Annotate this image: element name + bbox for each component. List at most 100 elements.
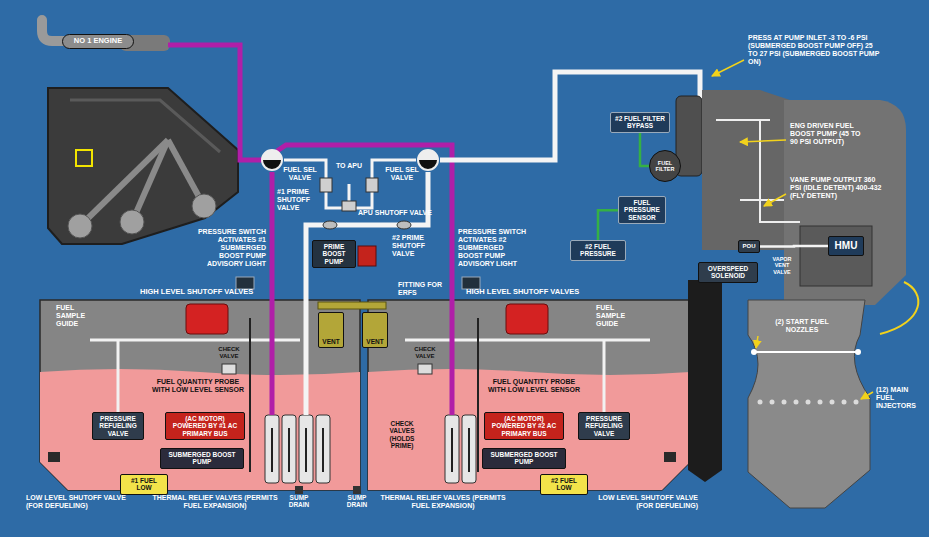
- solenoid-box: OVERSPEED SOLENOID: [698, 262, 758, 283]
- label-wrap: CHECK VALVE: [410, 346, 440, 360]
- label-wrap: FITTING FOR ERFS: [398, 281, 444, 297]
- part-label: (12) MAIN FUEL INJECTORS: [876, 386, 924, 410]
- fuel-connector: [760, 245, 828, 248]
- part-label: ENG DRIVEN FUEL BOOST PUMP (45 TO 90 PSI…: [790, 122, 870, 146]
- label-wrap: FUEL QUANTITY PROBE WITH LOW LEVEL SENSO…: [486, 378, 582, 394]
- duct: [688, 280, 722, 482]
- wire: [880, 282, 918, 334]
- part-label: PRESSURE SWITCH ACTIVATES #2 SUBMERGED B…: [458, 228, 528, 268]
- hmu-housing: [800, 226, 872, 286]
- selector-valve-half: [262, 150, 282, 160]
- sensor-box: FUEL PRESSURE SENSOR: [618, 196, 666, 224]
- label-wrap: SUMP DRAIN: [342, 494, 372, 509]
- part-label: LOW LEVEL SHUTOFF VALVE (FOR DEFUELING): [598, 494, 698, 510]
- signal-wire: [598, 210, 618, 240]
- fuel: [368, 369, 690, 490]
- part-label: FUEL SAMPLE GUIDE: [596, 304, 644, 328]
- label-wrap: PRESS AT PUMP INLET -3 TO -6 PSI (SUBMER…: [748, 34, 882, 66]
- node-text: PRESSURE REFUELING VALVE: [582, 415, 626, 437]
- prime-shutoff-valve: [397, 221, 411, 229]
- label-wrap: #1 PRIME SHUTOFF VALVE: [277, 188, 317, 212]
- part-label: THERMAL RELIEF VALVES (PERMITS FUEL EXPA…: [150, 494, 280, 510]
- label-wrap: TO APU: [334, 162, 364, 170]
- fuel-tank: [40, 300, 360, 490]
- leader-arrow: [712, 60, 744, 76]
- label-wrap: ENG DRIVEN FUEL BOOST PUMP (45 TO 90 PSI…: [790, 122, 870, 146]
- part-label: (2) START FUEL NOZZLES: [762, 318, 842, 334]
- part-label: THERMAL RELIEF VALVES (PERMITS FUEL EXPA…: [378, 494, 508, 510]
- part-label: PRESS AT PUMP INLET -3 TO -6 PSI (SUBMER…: [748, 34, 882, 66]
- injector-row: [758, 400, 859, 405]
- node-text: (AC MOTOR): [169, 415, 241, 422]
- pump-housing: [702, 90, 790, 250]
- label-wrap: PRESSURE SWITCH ACTIVATES #1 SUBMERGED B…: [196, 228, 266, 268]
- label-wrap: FUEL SAMPLE GUIDE: [56, 304, 104, 328]
- label-wrap: FUEL SEL VALVE: [384, 166, 420, 182]
- hmu-box: HMU: [828, 236, 864, 256]
- label-wrap: PRESSURE SWITCH ACTIVATES #2 SUBMERGED B…: [458, 228, 528, 268]
- vent-box: VENT: [362, 312, 388, 348]
- valve-box: PRESSURE REFUELING VALVE: [578, 412, 630, 440]
- part-label: FUEL QUANTITY PROBE WITH LOW LEVEL SENSO…: [486, 378, 582, 394]
- quadrant-slot: [70, 100, 220, 152]
- combustor: [748, 300, 870, 508]
- node-text: HMU: [832, 240, 860, 252]
- motor-box: (AC MOTOR)POWERED BY #2 AC PRIMARY BUS: [484, 412, 564, 440]
- apu-check-valve: [366, 178, 378, 192]
- part-label: CHECK VALVE: [215, 346, 243, 360]
- injector: [818, 400, 823, 405]
- sump-drain: [353, 486, 361, 494]
- leader-arrow: [861, 392, 873, 399]
- injector: [770, 400, 775, 405]
- label-wrap: (12) MAIN FUEL INJECTORS: [876, 386, 924, 410]
- node-text: POU: [740, 243, 758, 250]
- high-level-valve: [506, 304, 548, 334]
- injector: [854, 400, 859, 405]
- injector: [830, 400, 835, 405]
- low-level-valve: [664, 452, 676, 462]
- pump-box: SUBMERGED BOOST PUMP: [482, 448, 566, 469]
- lever-knob: [192, 194, 216, 218]
- throttle-quadrant: [48, 88, 238, 244]
- label-wrap: FUEL QUANTITY PROBE WITH LOW LEVEL SENSO…: [150, 378, 246, 394]
- lever-knob: [68, 214, 92, 238]
- part-label: #1 PRIME SHUTOFF VALVE: [277, 188, 317, 212]
- part-label: SUMP DRAIN: [284, 494, 314, 509]
- part-label: VAPOR VENT VALVE: [766, 256, 798, 275]
- part-label: SUMP DRAIN: [342, 494, 372, 509]
- node-text: #2 FUEL LOW: [544, 477, 584, 492]
- warning-flag: #2 FUEL LOW: [540, 474, 588, 495]
- internal-line: [716, 120, 800, 222]
- filter-circle: FUEL FILTER: [649, 150, 681, 182]
- gauge-box: #2 FUEL PRESSURE: [570, 240, 626, 261]
- leader-arrow: [740, 140, 786, 142]
- part-label: TO APU: [334, 162, 364, 170]
- motor-box: (AC MOTOR)POWERED BY #1 AC PRIMARY BUS: [165, 412, 245, 440]
- fuel-line: [440, 72, 700, 160]
- node-text: OVERSPEED SOLENOID: [702, 265, 754, 280]
- part-label: #2 PRIME SHUTOFF VALVE: [392, 234, 432, 258]
- selector-valve-half: [418, 150, 438, 160]
- label-wrap: THERMAL RELIEF VALVES (PERMITS FUEL EXPA…: [378, 494, 508, 510]
- node-text: VENT: [366, 338, 384, 345]
- erfs-fitting: [318, 302, 386, 309]
- part-label: FITTING FOR ERFS: [398, 281, 444, 297]
- fuel: [40, 369, 360, 490]
- node-text: NO 1 ENGINE: [66, 37, 130, 46]
- highlight-box: [76, 150, 92, 166]
- signal-wire: [640, 133, 649, 166]
- label-wrap: (2) START FUEL NOZZLES: [762, 318, 842, 334]
- prime-shutoff-valve: [323, 221, 337, 229]
- vent-box: VENT: [318, 312, 344, 348]
- low-level-valve: [48, 452, 60, 462]
- fuel-line: [168, 45, 262, 160]
- part-label: CHECK VALVE: [410, 346, 440, 360]
- part-label: FUEL QUANTITY PROBE WITH LOW LEVEL SENSO…: [150, 378, 246, 394]
- apu-shutoff-valve: [342, 201, 356, 211]
- injector: [842, 400, 847, 405]
- fuel-tank: [368, 300, 690, 490]
- node-text: #1 FUEL LOW: [124, 477, 164, 492]
